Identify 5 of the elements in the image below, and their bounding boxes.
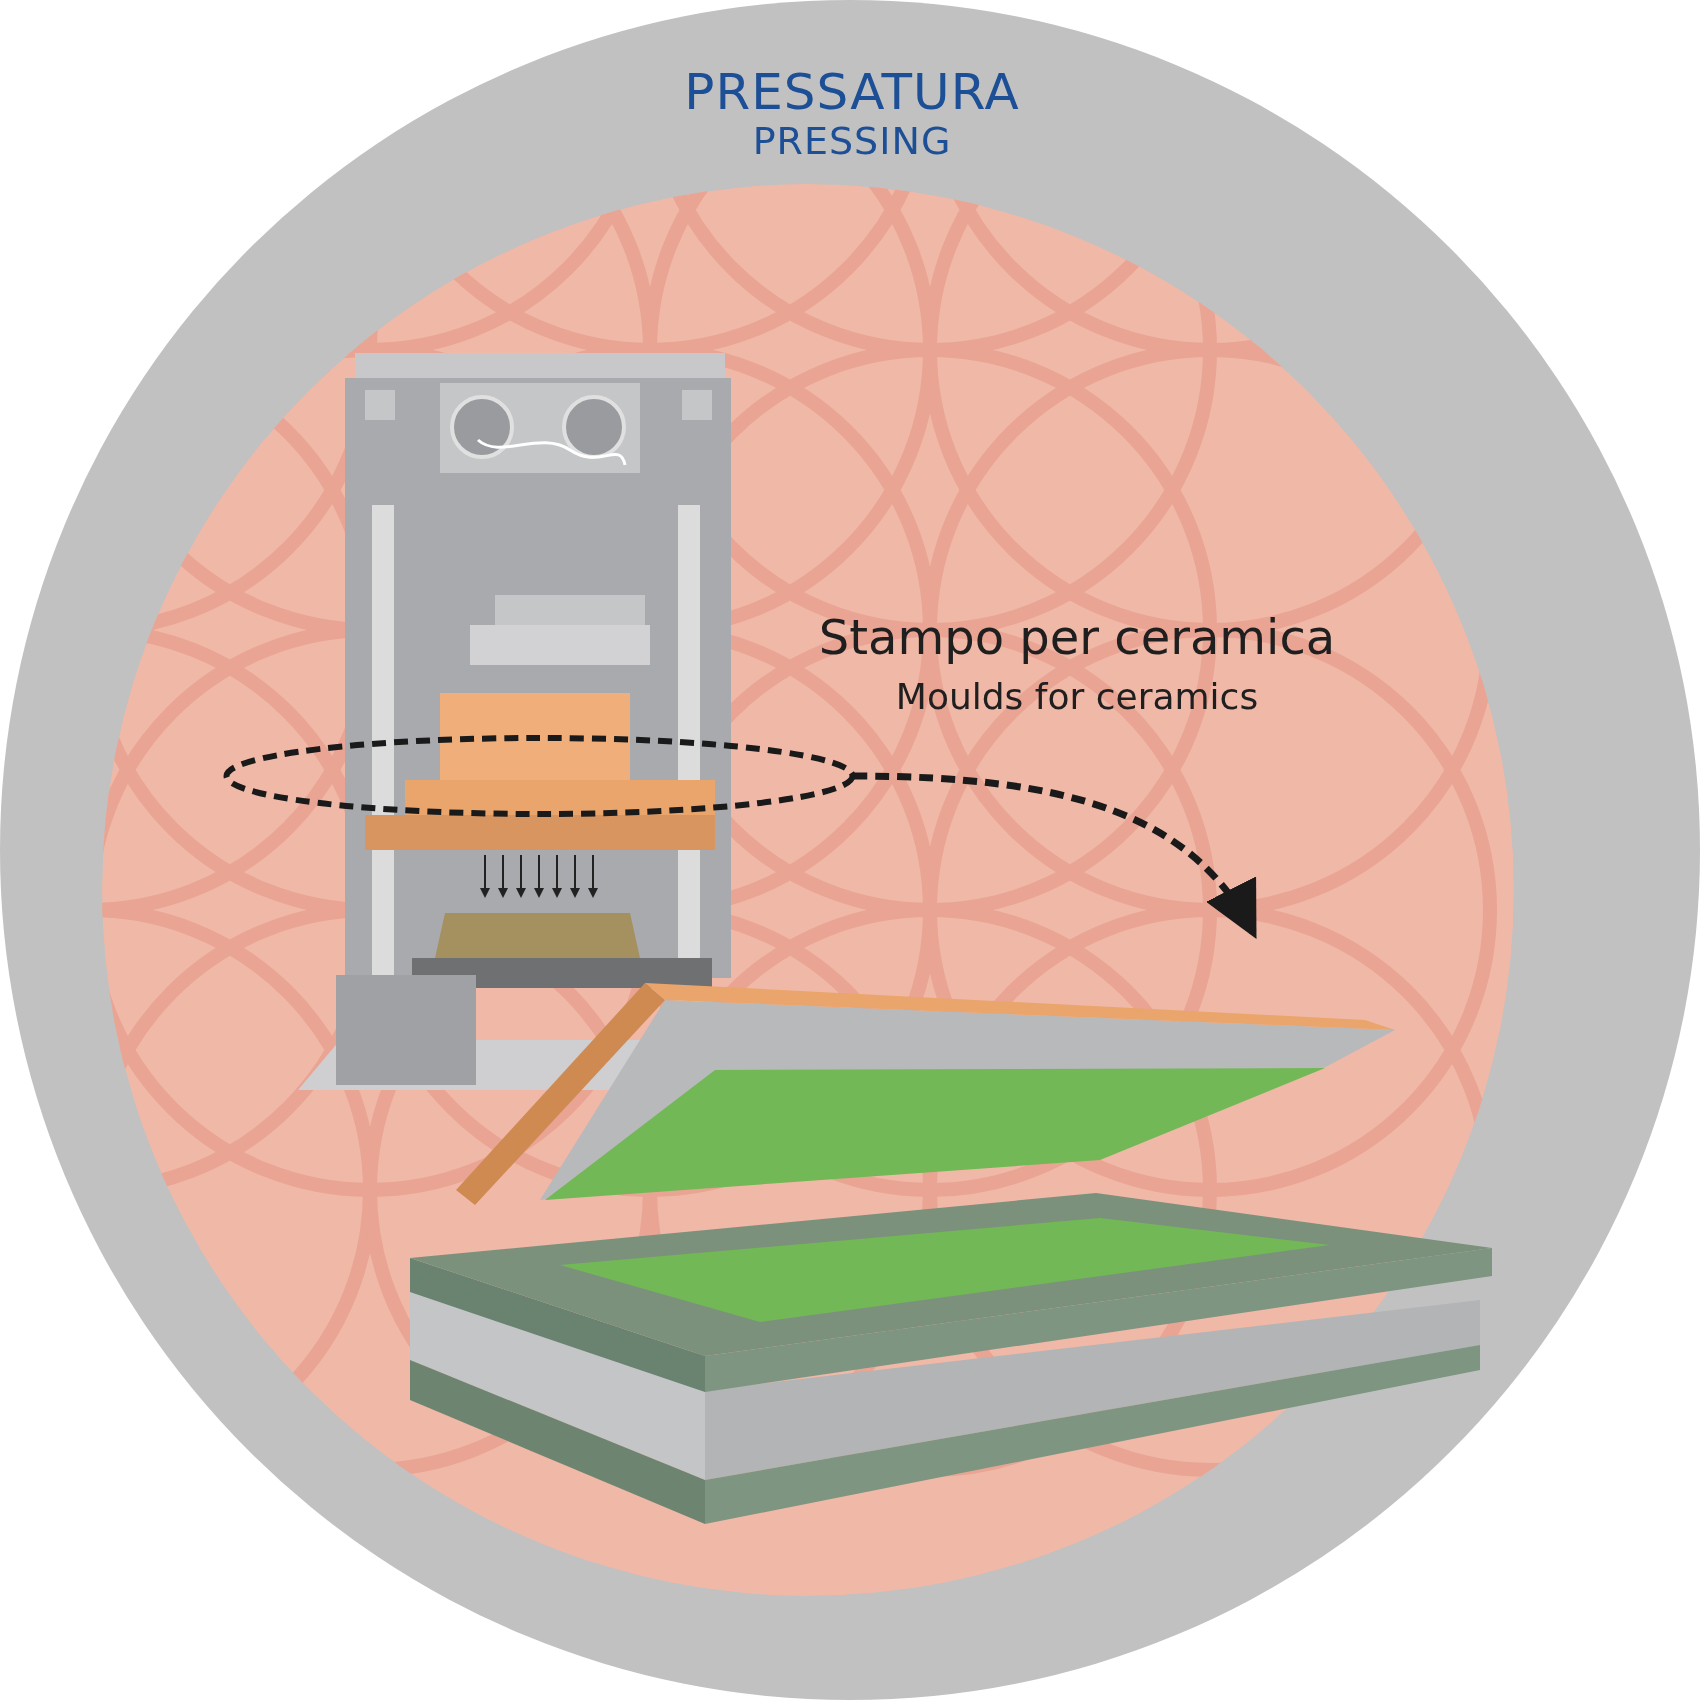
- dashed-arrow: [852, 772, 1257, 939]
- subtitle: PRESSING: [752, 121, 952, 163]
- title: PRESSATURA: [684, 64, 1020, 120]
- label: Stampo per ceramica: [818, 610, 1336, 664]
- label: Moulds for ceramics: [895, 677, 1259, 717]
